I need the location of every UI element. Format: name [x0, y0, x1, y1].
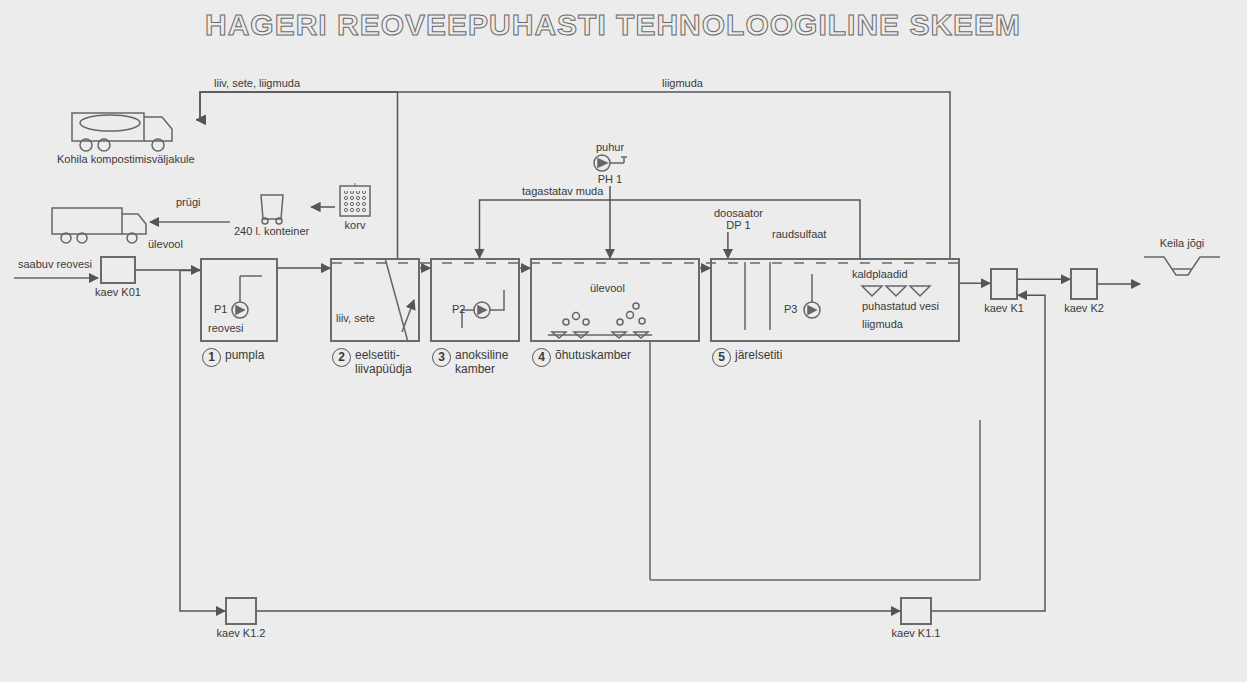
pipe-label: liiv, sete, liigmuda	[212, 77, 302, 89]
equipment-item: doosaatorDP 1	[712, 206, 765, 232]
annotation-label: ülevool	[590, 282, 625, 294]
pipe-label: liigmuda	[660, 77, 705, 89]
manhole-box: kaev K2	[1070, 268, 1098, 300]
callout-number: 3	[432, 348, 451, 367]
pipe-connector	[960, 282, 990, 284]
equipment-label: doosaator	[714, 207, 763, 219]
equipment-item: korv	[335, 182, 375, 232]
pipe-connector	[520, 267, 530, 269]
equipment-label: korv	[345, 219, 366, 231]
tank-caption: 5 järelsetiti	[712, 348, 782, 367]
pipe-connector	[1098, 283, 1140, 285]
pipe-connector	[700, 267, 710, 269]
tank-compartment: 3anoksiline kamber	[430, 258, 520, 342]
pipe-connector	[932, 295, 1045, 611]
annotation-label: kaldplaadid	[852, 268, 908, 280]
manhole-name: kaev K01	[95, 286, 141, 298]
tank-caption: 2eelsetiti- liivapüüdja	[332, 348, 418, 376]
pipe-connector	[609, 186, 611, 258]
tank-name: eelsetiti- liivapüüdja	[355, 348, 418, 376]
callout-number: 2	[332, 348, 351, 367]
equipment-label: PH 1	[598, 173, 622, 185]
annotation-label: P2	[452, 303, 465, 315]
pipe-connector	[180, 271, 225, 611]
manhole-name: kaev K1.1	[892, 627, 941, 639]
manhole-box: kaev K1.2	[225, 597, 257, 625]
annotation-label: raudsulfaat	[772, 228, 826, 240]
equipment-item: puhur PH 1	[588, 140, 632, 186]
annotation-label: P1	[214, 303, 227, 315]
pipe-connector	[257, 610, 900, 612]
pipe-label: tagastatav muda	[520, 185, 605, 197]
equipment-icon	[1142, 249, 1222, 279]
equipment-icon	[590, 153, 630, 173]
pipe-connector	[278, 267, 330, 269]
annotation-label: liigmuda	[862, 318, 903, 330]
equipment-icon	[255, 191, 289, 225]
tank-name: järelsetiti	[735, 348, 782, 362]
diagram-title: HAGERI REOVEEPUHASTI TEHNOLOOGILINE SKEE…	[205, 8, 1021, 42]
tank-caption: 4 õhutuskamber	[532, 348, 631, 367]
equipment-label: puhur	[596, 141, 624, 153]
pipe-connector	[727, 232, 729, 258]
equipment-label: 240 l. konteiner	[234, 225, 309, 237]
annotation-label: puhastatud vesi	[862, 300, 939, 312]
pipe-connector	[420, 267, 430, 269]
annotation-label: liiv, sete	[336, 312, 375, 324]
manhole-name: kaev K1.2	[217, 627, 266, 639]
tank-compartment: 4õhutuskamber	[530, 258, 700, 342]
tank-name: õhutuskamber	[555, 348, 631, 362]
callout-number: 4	[532, 348, 551, 367]
manhole-name: kaev K1	[984, 302, 1024, 314]
pipe-connector	[1018, 278, 1070, 280]
annotation-label: prügi	[176, 196, 200, 208]
tank-name: pumpla	[225, 348, 264, 362]
tank-name: anoksiline kamber	[455, 348, 518, 376]
tank-caption: 1 pumpla	[202, 348, 264, 367]
equipment-label: Kohila kompostimisväljakule	[57, 153, 195, 165]
tank-caption: 3anoksiline kamber	[432, 348, 518, 376]
callout-number: 5	[712, 348, 731, 367]
annotation-label: saabuv reovesi	[18, 258, 92, 270]
equipment-icon	[70, 101, 182, 153]
annotation-label: reovesi	[208, 322, 243, 334]
annotation-label: P3	[784, 303, 797, 315]
pipe-connector	[197, 92, 950, 258]
tank-compartment: 2eelsetiti- liivapüüdja	[330, 258, 420, 342]
equipment-label: DP 1	[726, 219, 750, 231]
equipment-label: Keila jõgi	[1160, 237, 1205, 249]
equipment-item: Keila jõgi	[1140, 236, 1224, 280]
manhole-box: kaev K1	[990, 268, 1018, 300]
manhole-box: kaev K1.1	[900, 597, 932, 625]
pipe-connector	[311, 206, 335, 208]
manhole-box: kaev K01	[100, 256, 136, 284]
manhole-name: kaev K2	[1064, 302, 1104, 314]
callout-number: 1	[202, 348, 221, 367]
pipe-connector	[197, 92, 398, 258]
equipment-icon	[337, 183, 373, 219]
pipe-connector	[480, 200, 861, 258]
equipment-item: Kohila kompostimisväljakule	[55, 100, 197, 166]
pipe-label: ülevool	[146, 238, 185, 250]
equipment-item: 240 l. konteiner	[232, 190, 311, 238]
